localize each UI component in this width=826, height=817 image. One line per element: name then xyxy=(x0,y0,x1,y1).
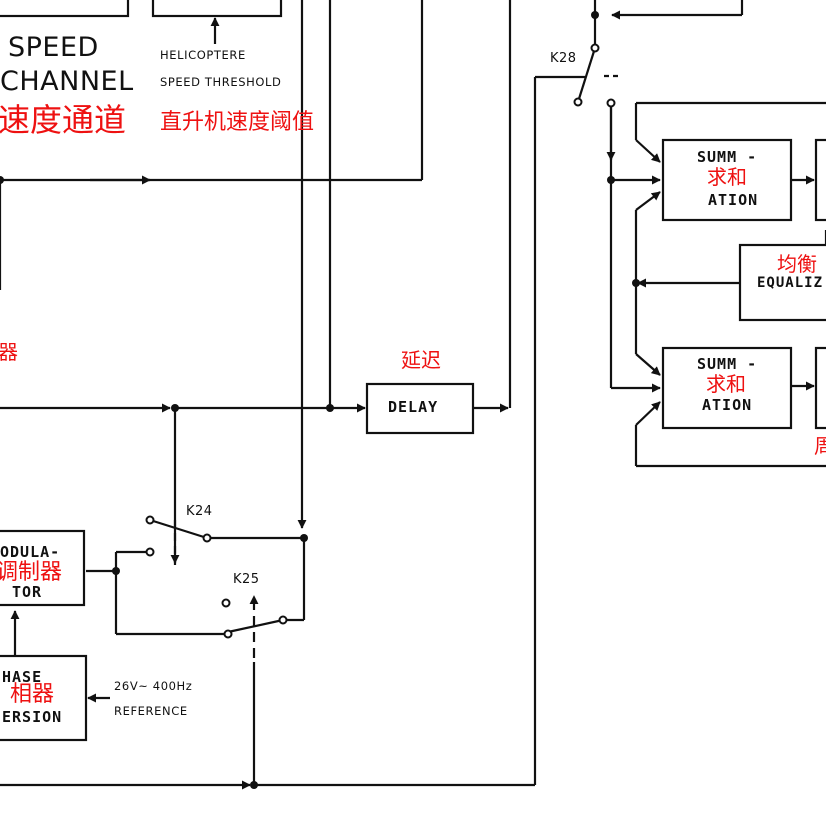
modulator-box xyxy=(0,529,86,607)
reference-label: REFERENCE xyxy=(114,704,188,718)
summation-box-2 xyxy=(661,346,793,430)
k28-contact xyxy=(590,43,600,53)
top-left-box xyxy=(0,0,130,18)
version-label: ERSION xyxy=(2,708,63,726)
k24-contact xyxy=(145,515,155,525)
k25-contact xyxy=(223,629,233,639)
junction-dot xyxy=(250,781,258,789)
equaliz-label: EQUALIZ xyxy=(757,275,824,291)
junction-dot xyxy=(632,279,640,287)
phase-cn-label: 相器 xyxy=(10,682,55,707)
junction-dot xyxy=(171,404,179,412)
k25-switch-blade xyxy=(227,618,284,634)
k28-contact xyxy=(573,97,583,107)
delay-label: DELAY xyxy=(388,398,439,416)
summ-label-1: SUMM - xyxy=(697,148,758,166)
k25-contact xyxy=(221,598,231,608)
right-partial-box-2 xyxy=(814,346,826,430)
k24-contact xyxy=(145,547,155,557)
k24-switch-blade xyxy=(149,518,208,540)
right-partial-box-1 xyxy=(814,138,826,222)
k28-switch-blade xyxy=(576,47,597,103)
k24-label: K24 xyxy=(186,504,213,519)
junction-dot xyxy=(607,176,615,184)
edge-cn-label-right: 周 xyxy=(814,434,826,458)
k25-contact xyxy=(278,615,288,625)
edge-cn-label-left: 器 xyxy=(0,340,18,364)
junction-dot xyxy=(591,11,599,19)
wire xyxy=(635,139,661,163)
speed-channel-cn-label: 速度通道 xyxy=(0,101,127,139)
wire xyxy=(635,191,661,211)
top-threshold-box xyxy=(151,0,283,18)
phase-label: HASE xyxy=(2,668,43,686)
sum-cn-label-2: 求和 xyxy=(706,372,746,396)
speed-threshold-label: SPEED THRESHOLD xyxy=(160,75,282,89)
junction-dot xyxy=(0,176,4,184)
wire xyxy=(635,401,661,426)
equaliz-cn-label: 均衡 xyxy=(777,252,817,276)
junction-dot xyxy=(112,567,120,575)
k28-contact xyxy=(606,98,616,108)
threshold-cn-label: 直升机速度阈值 xyxy=(160,110,315,135)
channel-label: CHANNEL xyxy=(0,66,134,97)
junction-dot xyxy=(300,534,308,542)
k24-contact xyxy=(202,533,212,543)
ref-voltage-label: 26V~ 400Hz xyxy=(114,679,193,693)
k25-label: K25 xyxy=(233,572,260,587)
phase-inverter-box xyxy=(0,654,88,742)
modula-label: ODULA- xyxy=(0,543,61,561)
wire xyxy=(635,353,661,376)
ation-label-2: ATION xyxy=(702,396,753,414)
ation-label-1: ATION xyxy=(708,191,759,209)
delay-cn-label: 延迟 xyxy=(401,348,441,372)
junction-dot xyxy=(326,404,334,412)
modulator-cn-label: 调制器 xyxy=(0,560,63,585)
sum-cn-label-1: 求和 xyxy=(707,165,747,189)
k28-label: K28 xyxy=(550,51,577,66)
speed-label: SPEED xyxy=(8,32,99,63)
ator-label: TOR xyxy=(12,583,43,601)
helicoptere-label: HELICOPTERE xyxy=(160,48,246,62)
summ-label-2: SUMM - xyxy=(697,355,758,373)
